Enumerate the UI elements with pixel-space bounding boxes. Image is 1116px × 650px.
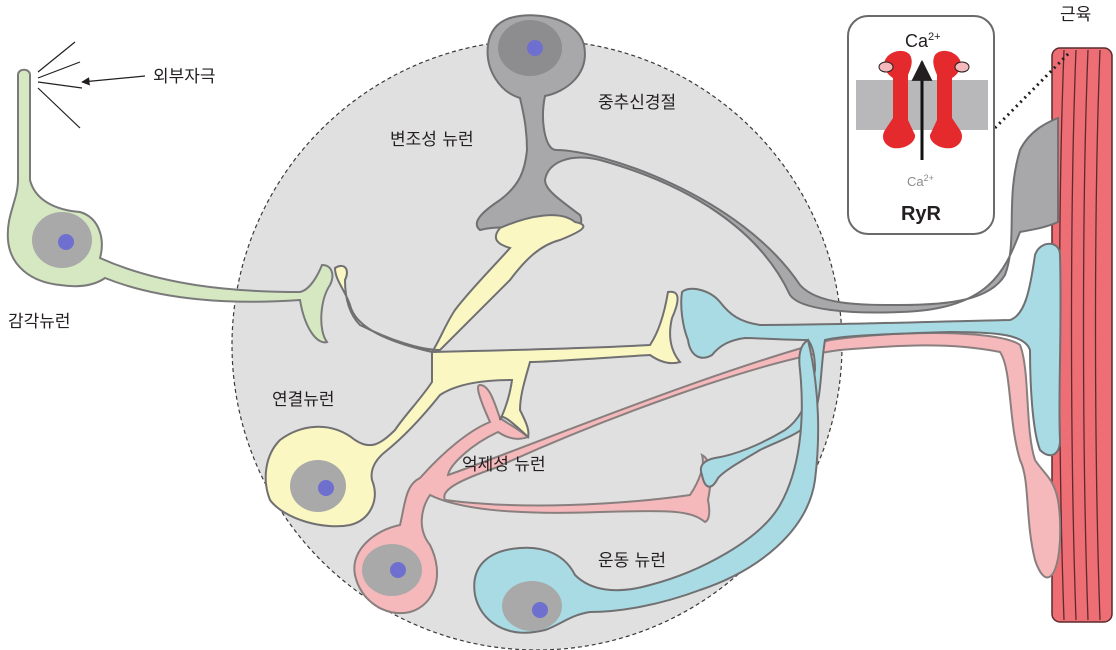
- modulatory-neuron: [475, 14, 1059, 314]
- sensory-neuron: [6, 68, 334, 344]
- sensory-neuron-label: 감각뉴런: [8, 312, 71, 332]
- muscle: [1051, 47, 1113, 623]
- central-ganglion-label: 중추신경절: [598, 93, 676, 113]
- stimulus-arrow: [81, 75, 146, 86]
- muscle-label: 근육: [1060, 5, 1091, 25]
- motor-neuron-label: 운동 뉴런: [598, 551, 666, 571]
- ryr-left-subunit: [882, 50, 916, 149]
- interneuron-label: 연결뉴런: [272, 390, 335, 410]
- ryr-right-subunit: [929, 50, 963, 149]
- ryr-inset: Ca2+ Ca2+ RyR: [847, 15, 995, 235]
- motor-neuron: [473, 242, 1062, 634]
- modulatory-neuron-label: 변조성 뉴런: [390, 130, 474, 150]
- ion-bottom-label: Ca2+: [907, 173, 934, 189]
- external-stimulus-label: 외부자극: [153, 67, 216, 87]
- ion-top-label: Ca2+: [905, 31, 941, 51]
- interneuron: [264, 214, 682, 528]
- stimulus-lines: [37, 41, 83, 129]
- ryr-title: RyR: [901, 203, 942, 225]
- inhibitory-neuron-label: 억제성 뉴런: [462, 455, 546, 475]
